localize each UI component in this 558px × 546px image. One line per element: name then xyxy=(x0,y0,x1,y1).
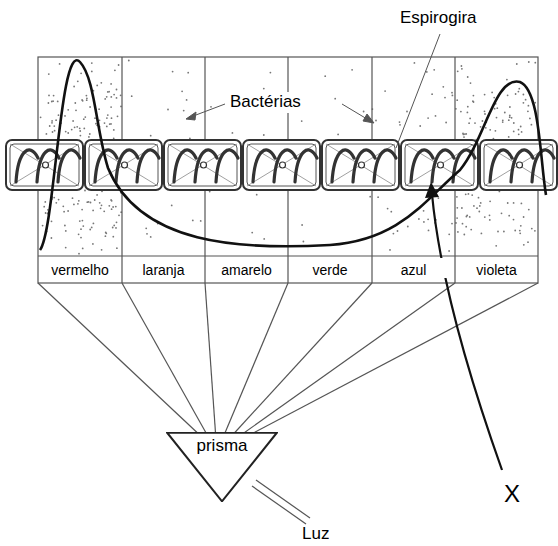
color-label: azul xyxy=(373,258,454,278)
pointer-arrow xyxy=(432,194,502,470)
structure-label: Espirogira xyxy=(398,8,479,29)
prism-label: prisma xyxy=(166,436,278,456)
light-rays xyxy=(38,283,538,440)
color-label: vermelho xyxy=(39,258,121,278)
color-label: amarelo xyxy=(206,258,287,278)
color-label: laranja xyxy=(123,258,204,278)
light-frame xyxy=(38,57,538,283)
leader-lines xyxy=(186,34,440,148)
structure-label: Bactérias xyxy=(228,92,303,113)
light-label: Luz xyxy=(300,524,331,545)
color-label: violeta xyxy=(456,258,537,278)
absorption-curve xyxy=(40,60,546,250)
arrowhead xyxy=(425,182,439,198)
color-label: verde xyxy=(289,258,371,278)
light-beam xyxy=(252,480,310,524)
prism-triangle: prisma xyxy=(166,432,278,502)
callout-letter: X xyxy=(502,480,522,508)
